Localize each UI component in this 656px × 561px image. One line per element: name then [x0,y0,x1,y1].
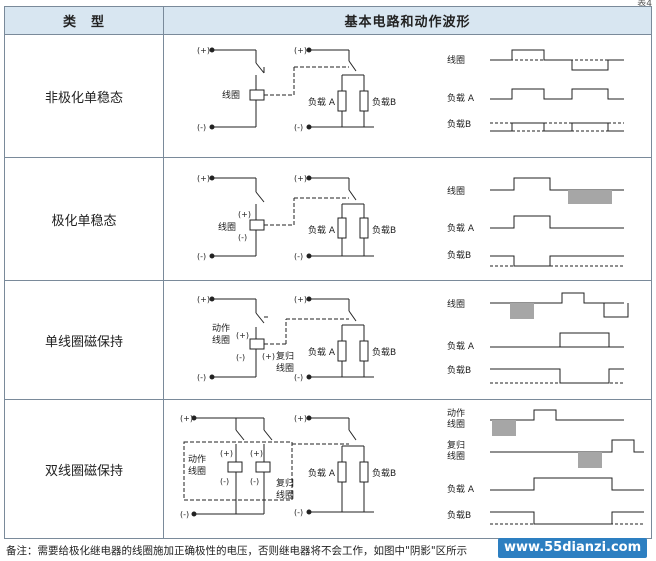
plus-terminal: (+) [197,46,210,55]
load-b-label: 负载B [372,224,396,236]
plus-terminal: (+) [197,295,210,304]
coil-minus: (-) [236,353,245,362]
coil-label: 线圈 [222,89,240,101]
watermark-badge[interactable]: www.55dianzi.com [498,538,648,558]
minus-terminal: (-) [180,510,189,519]
plus-terminal-b: (+) [294,174,307,183]
coil-act-label-2: 线圈 [188,465,206,477]
minus-terminal-b: (-) [294,252,303,261]
header-type: 类 型 [4,6,164,35]
wave-label-reset-1: 复归 [447,439,465,451]
plus-terminal-b: (+) [294,295,307,304]
coil-reset-polarity: (+) [262,352,275,361]
diagram-polar-monostable: (+) (-) (+) 线圈 (-) (+) (-) 负载 A 负载B 线圈 负… [197,174,624,267]
wave-label-coil: 线圈 [447,185,465,197]
wave-label-coil: 线圈 [447,54,465,66]
diagram-cell-4: (+) (-) 动作 线圈 (+) (-) (+) (-) 复归 线圈 (+) … [163,399,652,539]
coil-a-minus: (-) [220,477,229,486]
coil-act-label-1: 动作 [188,453,206,465]
minus-terminal: (-) [197,252,206,261]
load-a-label: 负载 A [308,96,336,108]
coil-plus: (+) [236,331,249,340]
minus-terminal-b: (-) [294,123,303,132]
load-b-label: 负载B [372,96,396,108]
load-a-label: 负载 A [308,346,336,358]
wave-label-act-2: 线圈 [447,418,465,430]
wave-label-load-b: 负载B [447,118,471,130]
header-circuit: 基本电路和动作波形 [163,6,652,35]
coil-act-label-1: 动作 [212,322,230,334]
plus-terminal-b: (+) [294,46,307,55]
minus-terminal-b: (-) [294,508,303,517]
wave-label-load-a: 负载 A [447,92,475,104]
coil-plus: (+) [238,210,251,219]
wave-label-load-b: 负载B [447,249,471,261]
minus-terminal: (-) [197,373,206,382]
plus-terminal: (+) [197,174,210,183]
footnote: 备注：需要给极化继电器的线圈施加正确极性的电压，否则继电器将不会工作，如图中"阴… [6,545,468,557]
coil-act-label-2: 线圈 [212,334,230,346]
table-number: 表4 [637,0,652,9]
coil-reset-label-2: 线圈 [276,362,294,374]
minus-terminal: (-) [197,123,206,132]
relay-type-table: 类 型 基本电路和动作波形 非极化单稳态 [4,6,652,539]
coil-reset-label-2: 线圈 [276,489,294,501]
diagram-cell-3: (+) (-) 动作 线圈 (+) (-) (+) 复归 线圈 (+) (-) … [163,280,652,400]
wave-label-coil: 线圈 [447,298,465,310]
plus-terminal: (+) [180,414,193,423]
diagram-nonpolar-monostable: (+) (-) 线圈 (+) (-) 负载 A 负载B 线圈 负载 A 负载B [197,46,624,132]
coil-minus: (-) [238,233,247,242]
type-label-3: 单线圈磁保持 [4,280,164,400]
load-a-label: 负载 A [308,224,336,236]
type-label-4: 双线圈磁保持 [4,399,164,539]
plus-terminal-b: (+) [294,414,307,423]
load-b-label: 负载B [372,467,396,479]
diagram-cell-2: (+) (-) (+) 线圈 (-) (+) (-) 负载 A 负载B 线圈 负… [163,157,652,281]
wave-label-load-b: 负载B [447,364,471,376]
diagram-single-coil-latching: (+) (-) 动作 线圈 (+) (-) (+) 复归 线圈 (+) (-) … [197,292,629,384]
load-b-label: 负载B [372,346,396,358]
wave-label-act-1: 动作 [447,407,465,419]
diagram-double-coil-latching: (+) (-) 动作 线圈 (+) (-) (+) (-) 复归 线圈 (+) … [180,407,644,525]
coil-reset-label-1: 复归 [276,477,294,489]
coil-a-plus: (+) [220,449,233,458]
coil-label: 线圈 [218,221,236,233]
load-a-label: 负载 A [308,467,336,479]
coil-reset-label-1: 复归 [276,350,294,362]
minus-terminal-b: (-) [294,373,303,382]
type-label-2: 极化单稳态 [4,157,164,281]
coil-b-minus: (-) [250,477,259,486]
wave-label-load-a: 负载 A [447,483,475,495]
diagram-cell-1: (+) (-) 线圈 (+) (-) 负载 A 负载B 线圈 负载 A 负载B [163,34,652,158]
coil-b-plus: (+) [250,449,263,458]
wave-label-load-b: 负载B [447,509,471,521]
type-label-1: 非极化单稳态 [4,34,164,158]
wave-label-load-a: 负载 A [447,222,475,234]
wave-label-reset-2: 线圈 [447,450,465,462]
wave-label-load-a: 负载 A [447,340,475,352]
